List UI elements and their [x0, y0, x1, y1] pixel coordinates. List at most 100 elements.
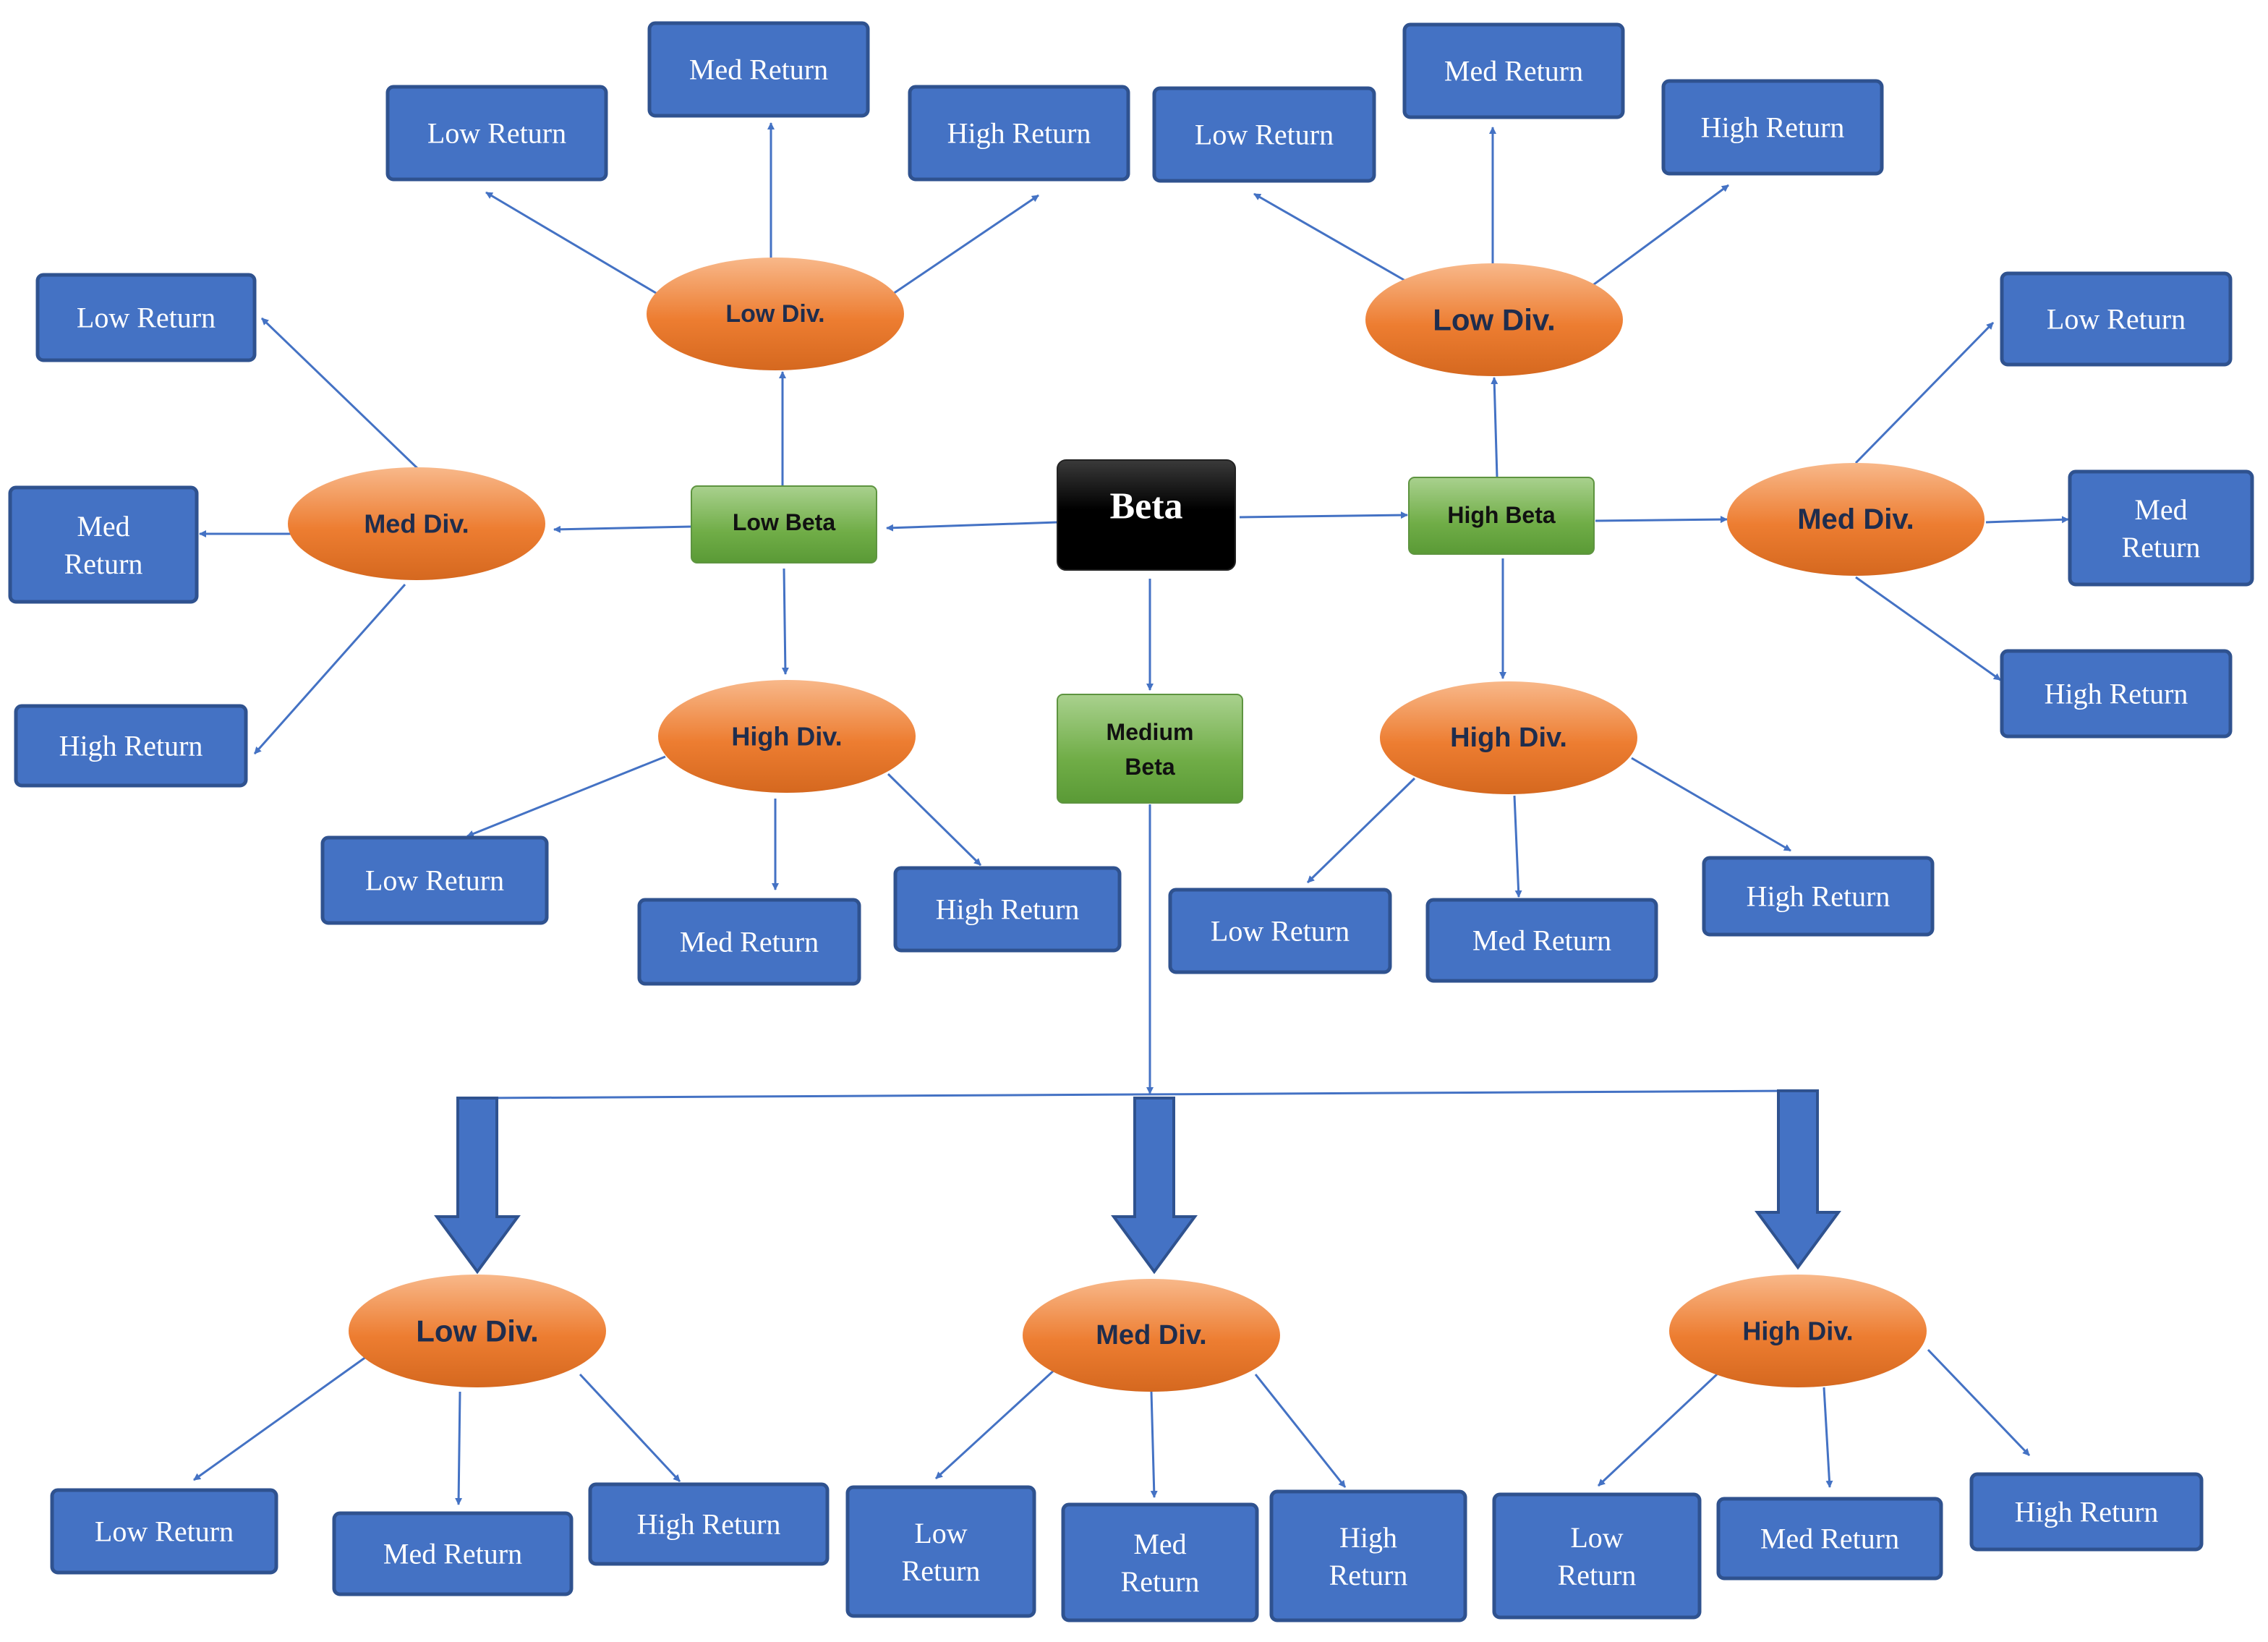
dividend-oval-shape [1669, 1275, 1927, 1387]
return-box: High Return [588, 1482, 830, 1566]
block-arrow-to-high-div [1755, 1089, 1841, 1270]
connector-arrow [887, 773, 982, 867]
return-box-shape [1152, 86, 1376, 183]
return-box-shape [908, 85, 1130, 182]
dividend-oval-shape [647, 258, 904, 370]
connector-arrow [1590, 184, 1729, 288]
return-label: High Return [2015, 1496, 2159, 1528]
return-box-shape [1492, 1492, 1702, 1620]
return-label: Low Return [1211, 915, 1350, 948]
dividend-label: Low Div. [725, 300, 824, 328]
return-label: Low Return [427, 117, 566, 150]
low-beta-high-div-oval: High Div. [658, 680, 916, 793]
return-box: Low Return [2000, 271, 2233, 367]
dividend-label: Low Div. [416, 1314, 539, 1348]
return-box: High Return [14, 704, 248, 788]
return-box-shape [320, 835, 549, 925]
medium-beta-label-line2: Beta [1125, 754, 1175, 780]
connector-arrow [1985, 516, 2069, 524]
connector-arrow [1597, 1373, 1718, 1487]
beta-box-shape [1408, 477, 1595, 555]
dividend-oval-shape [1380, 681, 1637, 794]
arrow-low-beta-to-high-div [781, 568, 789, 675]
return-box: High Return [908, 85, 1130, 182]
root-box-shape [1057, 459, 1236, 571]
connector-arrow [1253, 192, 1411, 285]
return-box-shape [845, 1485, 1036, 1618]
connector-arrow [193, 1356, 367, 1481]
block-arrow-to-med-div [1111, 1097, 1198, 1275]
connector-arrow [485, 191, 660, 297]
return-label: High Return [637, 1508, 781, 1541]
dividend-oval-shape [349, 1275, 606, 1387]
dividend-label: Med Div. [364, 509, 469, 539]
return-box-shape [588, 1482, 830, 1566]
dividend-oval-shape [1023, 1279, 1280, 1392]
dividend-label: High Div. [1450, 723, 1567, 753]
return-box: Low Return [320, 835, 549, 925]
beta-root-node: Beta [1057, 459, 1236, 571]
return-label: Med Return [1760, 1523, 1899, 1555]
dividend-oval-shape [1365, 263, 1623, 376]
connector-arrow [1854, 321, 1995, 464]
medium-beta-low-div-oval: Low Div. [349, 1275, 606, 1387]
return-label: High Return [936, 893, 1080, 926]
connector-arrow [455, 1391, 463, 1505]
return-box-shape [385, 85, 608, 182]
return-box-shape [8, 485, 199, 604]
dividend-label: High Div. [1742, 1316, 1853, 1346]
return-box: High Return [893, 866, 1122, 953]
high-beta-node: High Beta [1408, 477, 1595, 555]
connector-arrow [260, 317, 422, 473]
return-box-shape [647, 21, 870, 118]
return-box-shape [893, 866, 1122, 953]
return-box: High Return [1702, 856, 1935, 937]
return-label: High Return [59, 730, 203, 762]
arrow-beta-to-high-beta [1239, 511, 1408, 519]
connector-arrow [1254, 1374, 1347, 1488]
return-label: High Return [1701, 111, 1845, 144]
return-box: High Return [2000, 649, 2233, 739]
return-box-shape [1425, 898, 1658, 983]
connector-arrow [1150, 1391, 1158, 1498]
return-box-shape [2068, 469, 2254, 587]
return-box-shape [35, 273, 257, 362]
low-beta-low-div-oval: Low Div. [647, 258, 904, 370]
return-box: Med Return [1716, 1497, 1943, 1581]
connector-arrow [466, 755, 666, 838]
medium-beta-high-div-oval: High Div. [1669, 1275, 1927, 1387]
return-box: Low Return [50, 1488, 278, 1575]
return-label: Low Return [2047, 303, 2186, 336]
dividend-oval-shape [1727, 463, 1984, 576]
connector-arrow [1855, 576, 2001, 681]
return-box-shape [1269, 1489, 1467, 1622]
low-beta-med-div-oval: Med Div. [288, 467, 545, 580]
connector-arrow [579, 1373, 681, 1483]
return-label: Med Return [1472, 924, 1611, 957]
dividend-label: High Div. [731, 722, 842, 752]
dividend-oval-shape [658, 680, 916, 793]
return-box: Low Return [1168, 888, 1392, 974]
return-label: High Return [947, 117, 1091, 150]
return-box-shape [1402, 22, 1625, 119]
return-box: Med Return [1402, 22, 1625, 119]
return-box: Low Return [35, 273, 257, 362]
medium-beta-bus [477, 1089, 1799, 1099]
low-beta-node: Low Beta [691, 485, 877, 563]
return-box-shape [50, 1488, 278, 1575]
return-label: High Return [2045, 678, 2188, 710]
return-box-shape [1702, 856, 1935, 937]
arrow-low-beta-to-med-div [553, 525, 692, 533]
return-box-shape [1716, 1497, 1943, 1581]
connector-arrow [253, 584, 406, 754]
medium-beta-med-div-oval: Med Div. [1023, 1279, 1280, 1392]
medium-beta-label-line1: Medium [1107, 719, 1194, 745]
